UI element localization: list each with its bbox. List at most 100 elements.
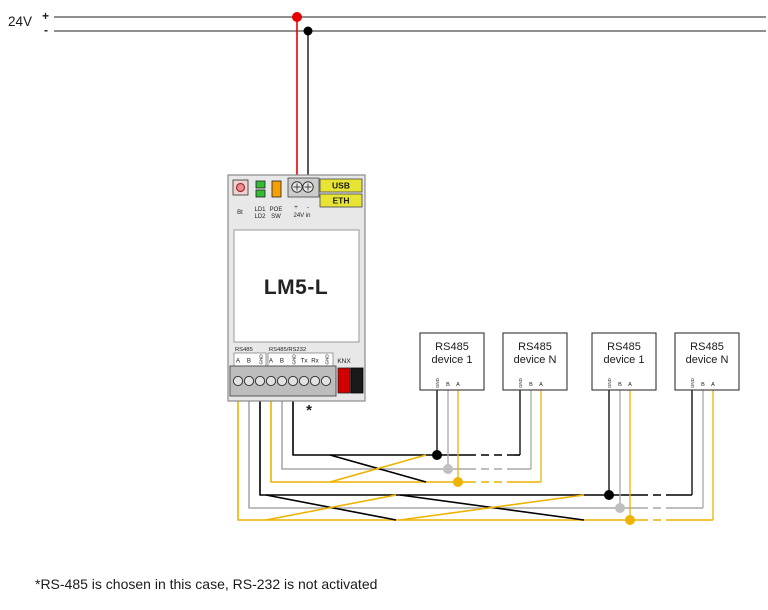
port2-gnd-label: GND: [292, 354, 297, 365]
junction-dot-gray: [443, 464, 453, 474]
terminal-screw[interactable]: [287, 375, 299, 387]
knx-label: KNX: [337, 358, 351, 365]
eth-port[interactable]: [319, 193, 363, 208]
sw-label: SW: [271, 214, 281, 220]
device-gnd-label: GND: [518, 378, 523, 388]
rs485-device-2n: RS485 device N GND B A: [674, 332, 740, 391]
poe-label: POE: [270, 207, 283, 213]
port2-b-label: B: [280, 358, 284, 365]
device-stub-wires: [436, 390, 714, 520]
device-box: [674, 332, 740, 391]
device-gnd-label: GND: [435, 378, 440, 388]
device-b-label: B: [701, 382, 705, 388]
rs485-rs232-port-label: RS485/RS232: [269, 347, 306, 353]
knx-connector-red: [337, 367, 351, 394]
device-gnd-label: GND: [690, 378, 695, 388]
device-name-line1: RS485: [435, 341, 469, 353]
device-gnd-label: GND: [607, 378, 612, 388]
device-box: [591, 332, 657, 391]
port1-b-label: B: [247, 358, 251, 365]
terminal-screw[interactable]: [276, 375, 288, 387]
ld2-label: LD2: [254, 214, 266, 220]
usb-port[interactable]: [319, 178, 363, 193]
power-rails: 24V + -: [8, 9, 766, 186]
junction-dot-black: [604, 490, 614, 500]
ld1-led: [255, 180, 266, 189]
terminal-screw[interactable]: [232, 375, 244, 387]
footnote-text: *RS-485 is chosen in this case, RS-232 i…: [35, 576, 377, 592]
knx-connector-black: [350, 367, 364, 394]
device-name-line2: device 1: [604, 354, 645, 366]
device-b-label: B: [529, 382, 533, 388]
device-name-line1: RS485: [607, 341, 641, 353]
rs485-device-2a: RS485 device 1 GND B A: [591, 332, 657, 391]
ld1-label: LD1: [254, 207, 266, 213]
wire-gnd-black: [259, 397, 640, 496]
terminal-screw[interactable]: [265, 375, 277, 387]
twisted-pair-mark: [329, 454, 427, 483]
lm5l-name: LM5-L: [264, 276, 328, 299]
usb-port-label: USB: [332, 181, 350, 191]
bt-label: Bt: [237, 210, 243, 216]
wire-a-yellow: [270, 397, 468, 483]
twisted-pair-mark: [265, 494, 397, 521]
power-minus-sign: -: [44, 23, 48, 37]
eth-port-label: ETH: [333, 196, 350, 206]
device-a-label: A: [456, 382, 460, 388]
minus-terminal-label: -: [307, 205, 309, 211]
rs485-port-label: RS485: [235, 347, 253, 353]
minus-junction-dot: [303, 26, 313, 36]
asterisk-marker: *: [306, 402, 312, 419]
port1-a-label: A: [236, 358, 241, 365]
port2-gnd2-label: GND: [325, 354, 330, 365]
junction-dot-yellow: [453, 477, 463, 487]
twisted-pair-mark: [399, 494, 585, 521]
port1-gnd-label: GND: [259, 354, 264, 365]
lm5l-name-panel: [233, 229, 360, 343]
terminal-screw[interactable]: [320, 375, 332, 387]
poe-switch[interactable]: [271, 180, 282, 198]
wire-a-yellow: [237, 397, 640, 521]
device-b-label: B: [446, 382, 450, 388]
terminal-screw[interactable]: [254, 375, 266, 387]
device-a-label: A: [711, 382, 715, 388]
v24-in-label: 24V in: [293, 213, 310, 219]
junction-dot-black: [432, 450, 442, 460]
rs485-device-1a: RS485 device 1 GND B A: [419, 332, 485, 391]
bt-button-dot: [235, 182, 246, 193]
rs485-device-1n: RS485 device N GND B A: [502, 332, 568, 391]
device-name-line2: device 1: [432, 354, 473, 366]
port2-rx-label: Rx: [311, 358, 319, 365]
wire-b-gray: [281, 397, 468, 470]
device-name-line2: device N: [686, 354, 729, 366]
wire-b-gray: [248, 397, 640, 509]
port2-tx-label: Tx: [301, 358, 309, 365]
junction-dot-yellow: [625, 515, 635, 525]
power-plus-sign: +: [42, 9, 49, 23]
lm5l-device: USB ETH Bt LD1 LD2 POE SW + - 24V in LM5…: [227, 174, 366, 402]
ld2-led: [255, 189, 266, 198]
power-minus-terminal: [302, 181, 314, 193]
plus-terminal-label: +: [294, 205, 298, 211]
power-plus-terminal: [291, 181, 303, 193]
power-voltage-label: 24V: [8, 14, 32, 29]
port2-a-label: A: [269, 358, 274, 365]
terminal-screw[interactable]: [243, 375, 255, 387]
terminal-screw[interactable]: [309, 375, 321, 387]
plus-junction-dot: [292, 12, 302, 22]
device-box: [502, 332, 568, 391]
device-name-line1: RS485: [518, 341, 552, 353]
wire-gnd-black: [292, 397, 468, 456]
device-b-label: B: [618, 382, 622, 388]
terminal-screw[interactable]: [298, 375, 310, 387]
rs485-bus-segment-2: [237, 397, 713, 521]
device-name-line1: RS485: [690, 341, 724, 353]
junction-dot-gray: [615, 503, 625, 513]
device-a-label: A: [539, 382, 543, 388]
device-name-line2: device N: [514, 354, 557, 366]
rs485-bus-segment-1: [270, 397, 541, 483]
device-a-label: A: [628, 382, 632, 388]
device-box: [419, 332, 485, 391]
